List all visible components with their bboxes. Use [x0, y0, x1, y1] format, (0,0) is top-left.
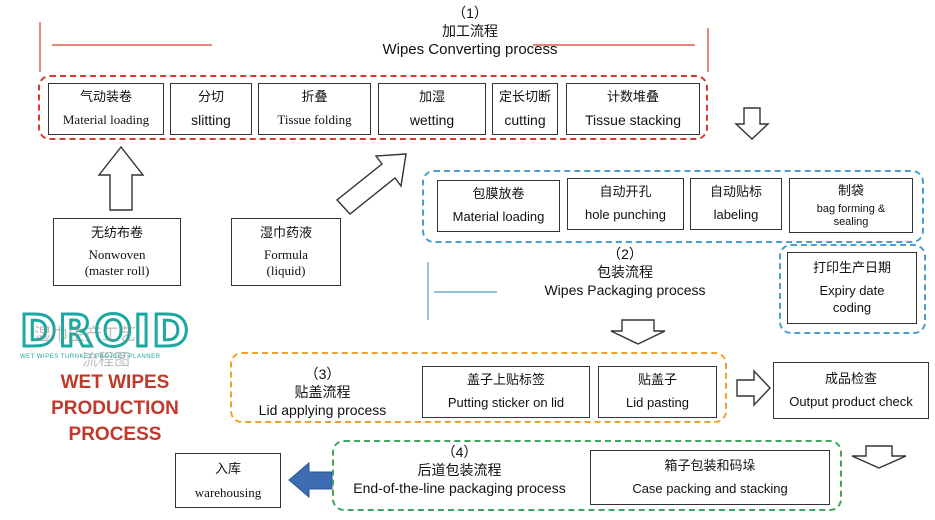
step-label-zh: 加湿 [418, 89, 445, 104]
left-arrow-icon [288, 461, 333, 499]
step-label-en: hole punching [585, 207, 666, 222]
lid-group [230, 352, 727, 423]
step-label-en: Case packing and stacking [632, 480, 788, 496]
endline-number: （4） [441, 444, 478, 460]
step-label-zh: 分切 [197, 89, 224, 104]
right-arrow-icon [736, 369, 771, 407]
step-label-zh: 自动开孔 [599, 184, 652, 199]
step-output-check[interactable]: 成品检查 Output product check [773, 362, 929, 419]
logo-overlay-zh-1: 湿巾生产工艺 [34, 325, 136, 344]
input-label-en: Formula [263, 247, 309, 262]
lid-header: （3） 贴盖流程 Lid applying process [240, 366, 405, 418]
up-arrow-icon [97, 145, 145, 211]
step-label-zh: 计数堆叠 [606, 89, 659, 104]
expiry-group [779, 244, 926, 334]
logo-wordmark: DROID [19, 306, 191, 357]
converting-group [38, 75, 708, 140]
step-label-en: Expiry date coding [819, 283, 885, 315]
packaging-header: （2） 包装流程 Wipes Packaging process [500, 246, 750, 298]
step-label-en: Material loading [62, 112, 150, 127]
step-slitting[interactable]: 分切 slitting [170, 83, 252, 135]
step-tissue-stacking[interactable]: 计数堆叠 Tissue stacking [566, 83, 700, 135]
step-label-en: Putting sticker on lid [447, 395, 565, 410]
brand-line-3: PROCESS [68, 424, 162, 445]
packaging-number: （2） [607, 246, 643, 262]
step-case-packing[interactable]: 箱子包装和码垛 Case packing and stacking [590, 450, 830, 505]
endline-title-en: End-of-the-line packaging process [353, 480, 566, 496]
down-arrow-icon-3 [851, 445, 907, 469]
step-labeling[interactable]: 自动贴标 labeling [690, 178, 782, 230]
step-label-zh: 箱子包装和码垛 [664, 457, 756, 473]
step-label-en: Tissue stacking [585, 112, 681, 128]
step-label-en: labeling [713, 207, 759, 222]
step-label-en: Output product check [789, 393, 913, 409]
step-cutting[interactable]: 定长切断 cutting [492, 83, 558, 135]
step-label-en: Tissue folding [277, 112, 352, 127]
step-label-en: wetting [409, 112, 455, 128]
packaging-title-zh: 包装流程 [597, 264, 653, 280]
converting-number: （1） [452, 5, 488, 21]
brand-line-1: WET WIPES [60, 372, 170, 393]
step-sticker-on-lid[interactable]: 盖子上贴标签 Putting sticker on lid [422, 366, 590, 418]
down-arrow-icon-1 [734, 107, 770, 140]
logo-overlay-zh-2: 流程图 [82, 352, 131, 369]
endline-header: （4） 后道包装流程 End-of-the-line packaging pro… [332, 444, 587, 496]
step-label-zh: 包膜放卷 [472, 186, 525, 201]
step-label-en: Lid pasting [626, 395, 689, 410]
step-tissue-folding[interactable]: 折叠 Tissue folding [258, 83, 371, 135]
lid-title-zh: 贴盖流程 [294, 384, 351, 400]
step-material-loading[interactable]: 气动装卷 Material loading [48, 83, 164, 135]
brand-line-2: PRODUCTION [51, 398, 179, 419]
lid-title-en: Lid applying process [258, 402, 387, 418]
step-warehousing[interactable]: 入库 warehousing [175, 453, 281, 508]
packaging-group [422, 170, 924, 243]
step-label-zh: 入库 [214, 460, 241, 476]
step-label-zh: 成品检查 [824, 370, 877, 386]
step-label-en: bag forming & sealing [816, 202, 886, 228]
input-label-en-sub: (master roll) [84, 263, 150, 278]
step-wetting[interactable]: 加湿 wetting [378, 83, 486, 135]
converting-title-zh: 加工流程 [442, 23, 498, 39]
logo-tagline: WET WIPES TURNKEY PROJECT PLANNER [20, 354, 161, 360]
input-label-en: Nonwoven [88, 247, 146, 262]
input-label-zh: 无纺布卷 [90, 225, 143, 240]
step-bag-forming[interactable]: 制袋 bag forming & sealing [789, 178, 913, 233]
step-label-en: Material loading [452, 209, 545, 224]
converting-title-en: Wipes Converting process [382, 41, 558, 58]
input-label-en-sub: (liquid) [266, 263, 306, 278]
packaging-title-en: Wipes Packaging process [544, 282, 706, 298]
step-label-en: slitting [191, 112, 231, 128]
step-film-loading[interactable]: 包膜放卷 Material loading [437, 180, 560, 232]
endline-title-zh: 后道包装流程 [417, 462, 502, 478]
diagonal-arrow-icon [335, 153, 407, 215]
input-label-zh: 湿巾药液 [259, 225, 312, 240]
step-label-zh: 定长切断 [498, 89, 551, 104]
converting-header: （1） 加工流程 Wipes Converting process [260, 5, 680, 58]
step-label-en: warehousing [194, 484, 262, 500]
input-nonwoven[interactable]: 无纺布卷 Nonwoven (master roll) [53, 218, 181, 286]
step-label-zh: 制袋 [837, 182, 864, 198]
step-label-zh: 打印生产日期 [812, 260, 891, 275]
step-label-zh: 自动贴标 [709, 184, 762, 199]
endline-group [332, 440, 842, 511]
step-label-zh: 盖子上贴标签 [466, 372, 545, 387]
step-label-zh: 折叠 [301, 89, 328, 104]
down-arrow-icon-2 [610, 319, 666, 345]
step-expiry-coding[interactable]: 打印生产日期 Expiry date coding [787, 252, 917, 324]
lid-number: （3） [304, 366, 341, 382]
step-label-zh: 气动装卷 [79, 89, 132, 104]
step-lid-pasting[interactable]: 贴盖子 Lid pasting [598, 366, 717, 418]
droid-logo: DROID WET WIPES TURNKEY PROJECT PLANNER … [19, 306, 220, 369]
step-hole-punching[interactable]: 自动开孔 hole punching [567, 178, 684, 230]
input-formula[interactable]: 湿巾药液 Formula (liquid) [231, 218, 341, 286]
step-label-zh: 贴盖子 [637, 372, 677, 387]
step-label-en: cutting [504, 112, 546, 128]
